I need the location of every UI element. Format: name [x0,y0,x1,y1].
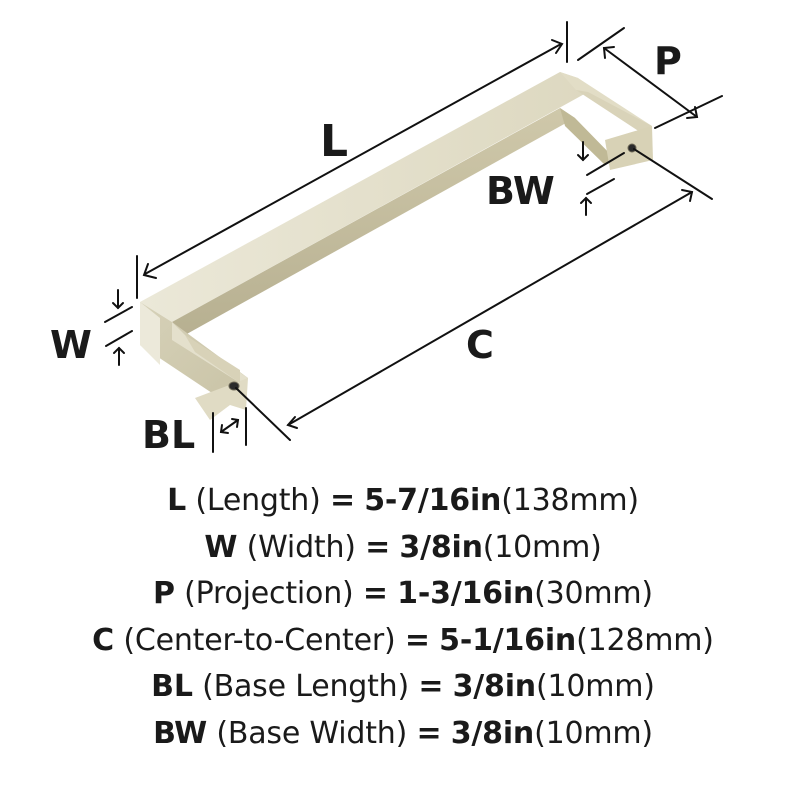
label-L: L [320,116,349,167]
spec-list: L (Length) = 5-7/16in(138mm) W (Width) =… [0,478,806,757]
spec-row-length: L (Length) = 5-7/16in(138mm) [0,478,806,525]
spec-code: BW [153,715,207,751]
spec-name: (Length) [195,483,321,518]
spec-row-projection: P (Projection) = 1-3/16in(30mm) [0,571,806,618]
handle-illustration [104,21,723,453]
spec-metric: (138mm) [501,483,639,518]
spec-equals: = [362,576,388,611]
spec-name: (Base Width) [216,715,408,751]
label-W: W [50,323,92,367]
spec-equals: = [418,669,444,704]
spec-row-width: W (Width) = 3/8in(10mm) [0,525,806,572]
spec-name: (Base Length) [202,669,409,704]
dimension-diagram: L P BW W C BL [50,21,723,457]
spec-equals: = [404,622,430,658]
spec-equals: = [365,529,391,565]
spec-code: P [153,576,175,611]
dimension-lines [104,21,723,453]
spec-name: (Center-to-Center) [123,622,396,658]
screw-hole-right [627,143,637,153]
spec-imperial: 1-3/16in [397,576,535,611]
spec-imperial: 3/8in [452,669,537,704]
spec-imperial: 5-1/16in [439,622,577,658]
spec-code: C [92,622,114,658]
label-P: P [654,39,682,83]
spec-imperial: 3/8in [399,529,483,565]
spec-code: W [204,529,238,565]
spec-equals: = [416,715,442,751]
label-BL: BL [142,413,196,457]
spec-equals: = [329,483,355,518]
spec-metric: (10mm) [535,669,655,704]
spec-metric: (128mm) [576,622,714,658]
spec-name: (Width) [246,529,356,565]
spec-code: BL [151,669,193,704]
spec-row-center-to-center: C (Center-to-Center) = 5-1/16in(128mm) [0,618,806,665]
spec-code: L [167,483,186,518]
spec-metric: (30mm) [534,576,653,611]
label-BW: BW [486,169,555,213]
spec-row-base-width: BW (Base Width) = 3/8in(10mm) [0,711,806,758]
spec-metric: (10mm) [482,529,602,565]
spec-name: (Projection) [184,576,354,611]
label-C: C [466,323,494,367]
spec-metric: (10mm) [534,715,653,751]
handle-bar [140,72,653,420]
spec-imperial: 5-7/16in [364,483,502,518]
spec-imperial: 3/8in [450,715,535,751]
spec-row-base-length: BL (Base Length) = 3/8in(10mm) [0,664,806,711]
